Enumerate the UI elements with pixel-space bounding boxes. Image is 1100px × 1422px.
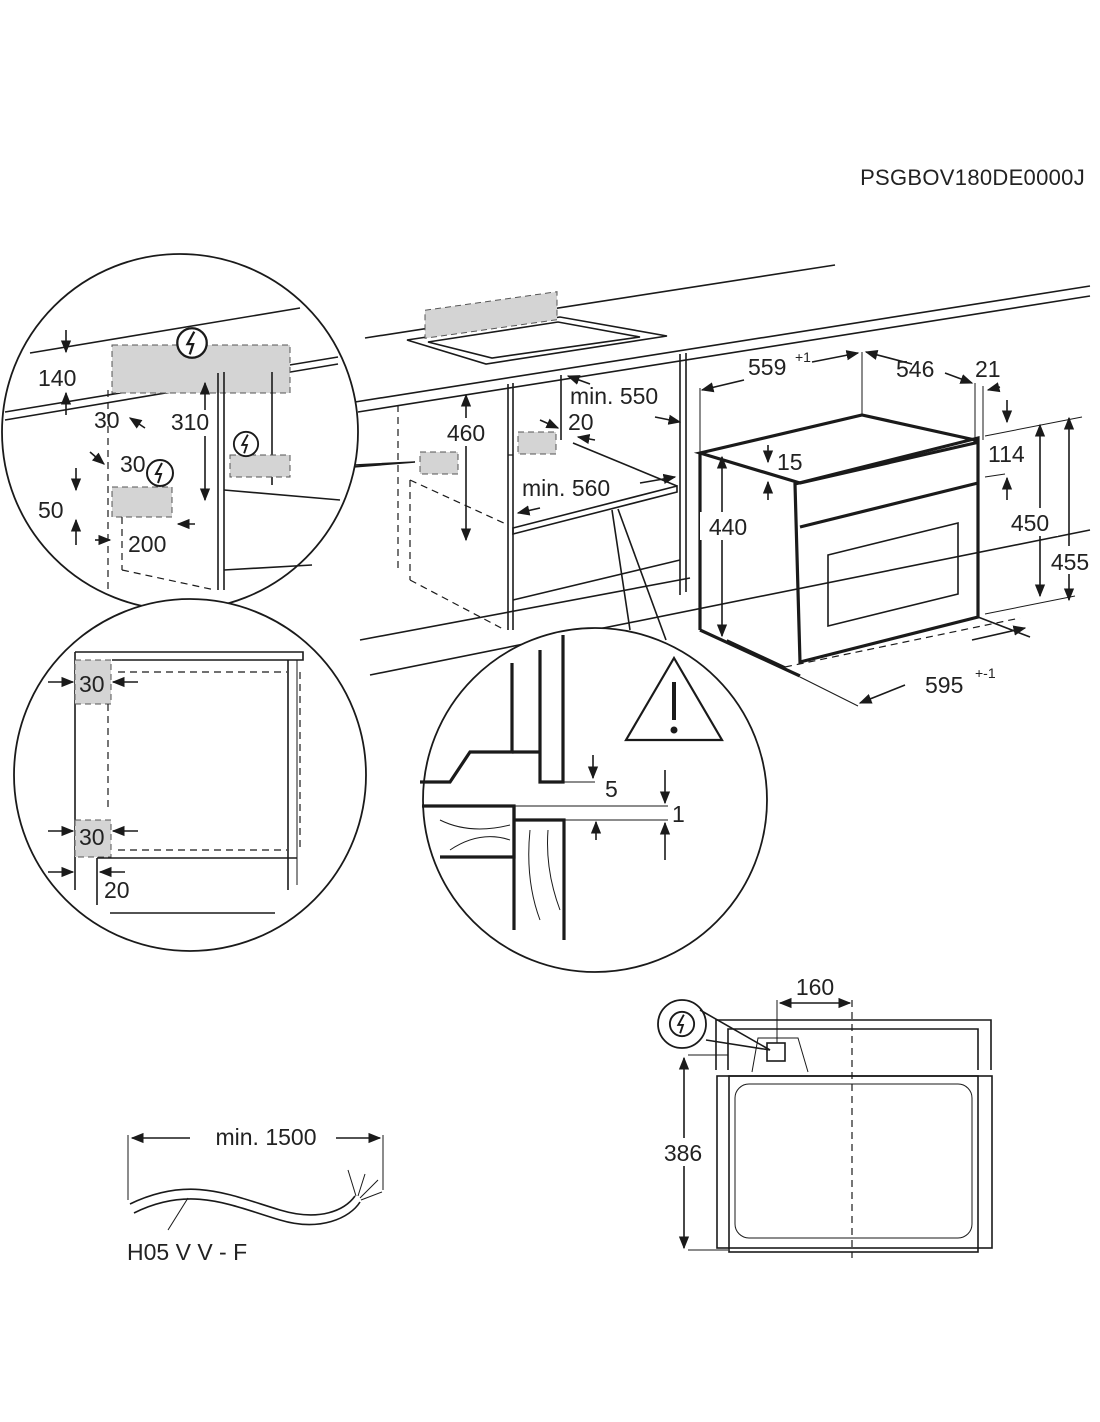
dim-546: 546 bbox=[896, 356, 934, 382]
dim-595-tolerance: +-1 bbox=[975, 665, 996, 681]
dim-30-upper: 30 bbox=[94, 407, 120, 433]
electric-hazard-icon bbox=[146, 459, 174, 487]
dim-30-lower: 30 bbox=[120, 451, 146, 477]
dim-30-top: 30 bbox=[79, 671, 105, 697]
dim-5: 5 bbox=[605, 776, 618, 802]
cable-type: H05 V V - F bbox=[127, 1239, 247, 1265]
dim-160: 160 bbox=[796, 974, 834, 1000]
dim-559-tolerance: +1 bbox=[795, 349, 811, 365]
oven-illustration: 559 +1 546 21 114 15 440 450 455 bbox=[693, 349, 1098, 707]
dim-15: 15 bbox=[777, 449, 803, 475]
electric-hazard-icon bbox=[668, 1010, 696, 1038]
dim-21: 21 bbox=[975, 356, 1001, 382]
dim-50: 50 bbox=[38, 497, 64, 523]
connection-box bbox=[766, 1042, 786, 1062]
dim-20: 20 bbox=[568, 409, 594, 435]
model-code: PSGBOV180DE0000J bbox=[860, 165, 1085, 190]
hob-connection-zone bbox=[424, 291, 558, 339]
dim-440: 440 bbox=[709, 514, 747, 540]
electric-hazard-icon bbox=[232, 430, 260, 458]
power-cable-spec: min. 1500 H05 V V - F bbox=[127, 1124, 384, 1265]
oven-connection-zone bbox=[111, 486, 173, 518]
dim-min-1500: min. 1500 bbox=[215, 1124, 316, 1150]
dim-20-side: 20 bbox=[104, 877, 130, 903]
clearance-zone-bottom bbox=[74, 819, 112, 858]
detail-circle-niche-connection: 140 30 310 30 50 200 bbox=[1, 253, 416, 611]
detail-circle-side-clearance: 30 30 20 bbox=[13, 598, 367, 952]
connection-zone-left bbox=[419, 451, 459, 475]
dim-460: 460 bbox=[447, 420, 485, 446]
dim-min-550: min. 550 bbox=[570, 383, 658, 409]
dim-30-bottom: 30 bbox=[79, 824, 105, 850]
oven-front bbox=[793, 435, 980, 665]
shelf bbox=[512, 484, 678, 536]
dim-min-560: min. 560 bbox=[522, 475, 610, 501]
dim-559: 559 bbox=[748, 354, 786, 380]
oven-window bbox=[827, 521, 959, 628]
cable-line bbox=[129, 1188, 356, 1216]
cabinet-illustration: 460 min. 550 20 min. 560 bbox=[354, 264, 1091, 676]
dim-386: 386 bbox=[664, 1140, 702, 1166]
detail-circle-gap: 5 1 bbox=[420, 627, 768, 973]
warning-triangle-icon bbox=[624, 655, 724, 742]
oven-top bbox=[693, 413, 977, 485]
dim-1: 1 bbox=[672, 801, 685, 827]
dim-455: 455 bbox=[1051, 549, 1089, 575]
dim-140: 140 bbox=[38, 365, 76, 391]
dim-200: 200 bbox=[128, 531, 166, 557]
connection-zone-shelf bbox=[517, 431, 557, 455]
front-view-oven: 160 386 bbox=[656, 974, 993, 1258]
dim-595: 595 bbox=[925, 672, 963, 698]
dim-310: 310 bbox=[171, 409, 209, 435]
electric-hazard-icon bbox=[176, 327, 208, 359]
dim-114: 114 bbox=[988, 441, 1025, 467]
side-connection-zone bbox=[229, 454, 291, 478]
dim-450: 450 bbox=[1011, 510, 1049, 536]
clearance-zone-top bbox=[74, 659, 112, 705]
